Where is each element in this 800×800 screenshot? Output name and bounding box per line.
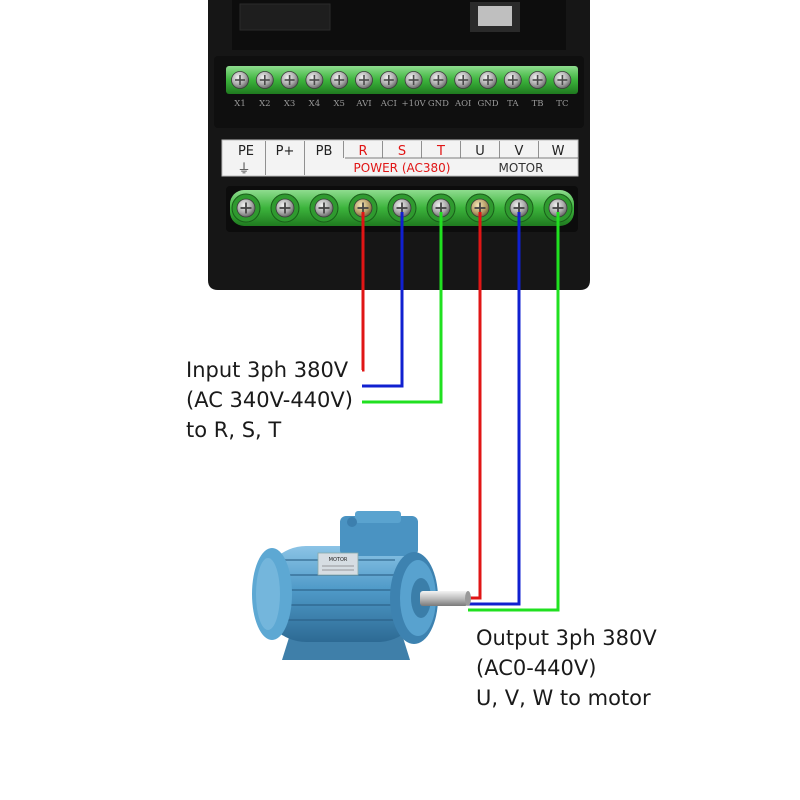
power-terminal-screw — [309, 193, 339, 223]
power-terminal-screw — [387, 193, 417, 223]
power-terminal-label: P+ — [276, 144, 295, 159]
power-terminal-label-plate: PE P+ PB R S T U V W POWER (AC380) MOTOR ⏚ — [221, 139, 579, 177]
power-terminal-block — [226, 186, 578, 232]
power-terminal-label: T — [436, 144, 445, 159]
wire-t-input — [362, 212, 443, 404]
output-caption-line-2: (AC0-440V) — [476, 656, 597, 680]
power-terminal-screw — [426, 193, 456, 223]
input-caption-line-3: to R, S, T — [186, 418, 282, 442]
wiring — [361, 212, 560, 612]
control-terminal-screw — [330, 71, 349, 89]
motor-shaft — [420, 591, 468, 606]
wire-v-output — [468, 212, 521, 606]
control-terminal-label: ACI — [380, 99, 397, 109]
motor-group-label: MOTOR — [499, 161, 544, 175]
control-terminal-screw — [429, 71, 448, 89]
control-terminal-screws — [231, 71, 572, 89]
power-terminal-labels: PE P+ PB R S T U V W — [238, 144, 565, 159]
wire-s-input — [362, 212, 404, 388]
control-terminal-screw — [255, 71, 274, 89]
motor-terminal-box — [340, 516, 418, 556]
control-terminal-label: TC — [556, 99, 568, 109]
motor: MOTOR — [252, 511, 471, 660]
control-terminal-screw — [404, 71, 423, 89]
control-terminal-label: GND — [428, 99, 449, 109]
control-terminal-label: AOI — [454, 99, 471, 109]
power-terminal-screw — [231, 193, 261, 223]
control-terminal-label: X5 — [333, 99, 344, 109]
power-terminal-label: U — [475, 144, 485, 159]
control-terminal-screw — [454, 71, 473, 89]
motor-body — [262, 546, 422, 642]
power-group-label: POWER (AC380) — [354, 161, 451, 175]
output-caption-line-1: Output 3ph 380V — [476, 626, 657, 650]
ground-icon: ⏚ — [237, 162, 250, 177]
input-caption-line-1: Input 3ph 380V — [186, 358, 349, 382]
wire-r-input — [361, 212, 365, 372]
control-terminal-screw — [528, 71, 547, 89]
control-terminal-screw — [479, 71, 497, 89]
power-terminal-label: V — [515, 144, 524, 159]
power-terminal-label: PB — [316, 144, 333, 159]
control-terminal-label: AVI — [355, 99, 371, 109]
power-terminal-screws — [231, 193, 573, 223]
power-terminal-screw — [543, 193, 573, 223]
motor-nameplate — [317, 552, 359, 576]
control-terminal-screw — [553, 71, 572, 89]
power-terminal-label: PE — [238, 144, 254, 159]
wire-u-output — [468, 212, 482, 600]
control-terminal-screw — [280, 71, 299, 89]
control-terminal-screw — [305, 71, 324, 89]
control-terminal-screw — [379, 71, 398, 89]
control-terminal-screw — [503, 71, 522, 89]
control-terminal-screw — [355, 71, 373, 89]
control-terminal-label: TA — [507, 99, 519, 109]
input-caption: Input 3ph 380V (AC 340V-440V) to R, S, T — [186, 355, 353, 445]
control-terminal-label: X3 — [284, 99, 295, 109]
input-caption-line-2: (AC 340V-440V) — [186, 388, 353, 412]
control-terminal-label: X1 — [234, 99, 245, 109]
control-terminal-label: +10V — [402, 99, 427, 109]
power-terminal-label: S — [398, 144, 406, 159]
motor-nameplate-text: MOTOR — [329, 557, 348, 563]
control-terminal-label: TB — [532, 99, 544, 109]
power-terminal-screw — [348, 193, 378, 223]
output-caption: Output 3ph 380V (AC0-440V) U, V, W to mo… — [476, 623, 657, 713]
power-terminal-screw — [270, 193, 300, 223]
power-terminal-screw — [504, 193, 534, 223]
power-terminal-label: R — [358, 144, 367, 159]
output-caption-line-3: U, V, W to motor — [476, 686, 651, 710]
power-terminal-label: W — [552, 144, 565, 159]
control-terminal-label: X2 — [259, 99, 270, 109]
control-terminal-label: X4 — [309, 99, 320, 109]
control-terminal-label: GND — [477, 99, 498, 109]
power-terminal-screw — [465, 193, 495, 223]
wire-w-output — [468, 212, 560, 612]
control-terminal-screw — [231, 71, 249, 89]
